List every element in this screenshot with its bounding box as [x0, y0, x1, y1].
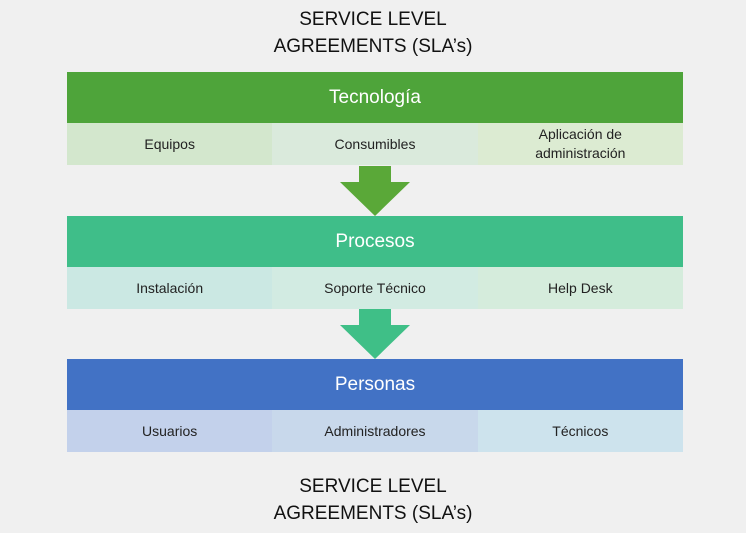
sla-title-top: SERVICE LEVEL AGREEMENTS (SLA’s) [273, 9, 473, 57]
cell-aplicacion-administracion: Aplicación de administración [477, 123, 683, 165]
block-row-procesos: Instalación Soporte Técnico Help Desk [67, 267, 683, 309]
arrow-shape [340, 309, 410, 359]
arrow-shape [340, 166, 410, 216]
block-header-tecnologia: Tecnología [67, 72, 683, 123]
block-procesos: Procesos Instalación Soporte Técnico Hel… [67, 216, 683, 309]
cell-label: Instalación [136, 279, 204, 296]
cell-tecnicos: Técnicos [477, 410, 683, 452]
block-row-personas: Usuarios Administradores Técnicos [67, 410, 683, 452]
cell-soporte-tecnico: Soporte Técnico [272, 267, 478, 309]
down-arrow-icon [340, 166, 410, 216]
cell-usuarios: Usuarios [67, 410, 273, 452]
cell-instalacion: Instalación [67, 267, 273, 309]
cell-consumibles: Consumibles [272, 123, 478, 165]
block-header-personas: Personas [67, 359, 683, 410]
cell-label: Soporte Técnico [324, 279, 426, 296]
cell-help-desk: Help Desk [477, 267, 683, 309]
cell-label: Aplicación de administración [535, 126, 626, 161]
cell-label: Consumibles [334, 135, 416, 152]
down-arrow-icon [340, 309, 410, 359]
block-tecnologia: Tecnología Equipos Consumibles Aplicació… [67, 72, 683, 165]
cell-label: Técnicos [552, 422, 609, 439]
block-header-procesos: Procesos [67, 216, 683, 267]
block-personas: Personas Usuarios Administradores Técnic… [67, 359, 683, 452]
block-row-tecnologia: Equipos Consumibles Aplicación de admini… [67, 123, 683, 165]
cell-label: Administradores [324, 422, 426, 439]
cell-label: Equipos [144, 135, 195, 152]
cell-label: Usuarios [142, 422, 198, 439]
cell-administradores: Administradores [272, 410, 478, 452]
cell-label: Help Desk [548, 279, 613, 296]
sla-title-bottom: SERVICE LEVEL AGREEMENTS (SLA’s) [273, 476, 473, 524]
cell-equipos: Equipos [67, 123, 273, 165]
